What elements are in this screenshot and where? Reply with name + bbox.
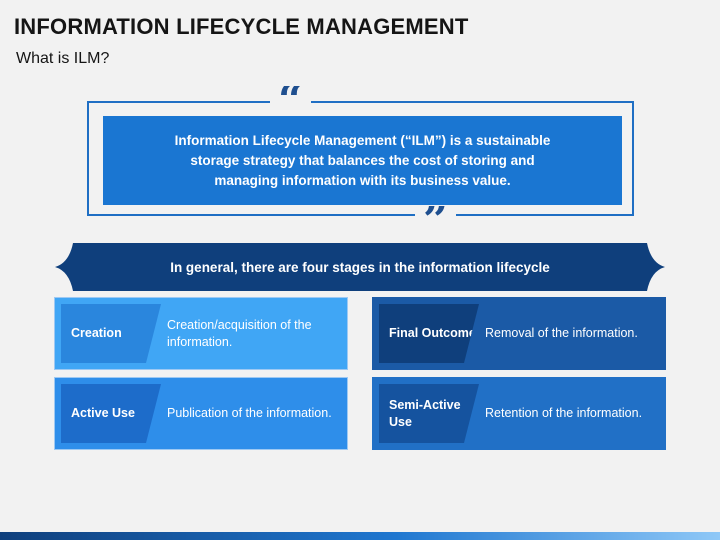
stages-banner: In general, there are four stages in the…: [55, 243, 665, 291]
banner-text: In general, there are four stages in the…: [170, 259, 550, 275]
stage-card-final-outcome: Final Outcome Removal of the information…: [372, 297, 666, 370]
stage-label: Final Outcome: [379, 304, 479, 363]
slide-subtitle: What is ILM?: [16, 50, 110, 67]
definition-text: Information Lifecycle Management (“ILM”)…: [174, 132, 551, 188]
open-quote-icon: “: [270, 86, 312, 112]
stage-description: Publication of the information.: [167, 406, 332, 420]
stage-label: Semi-Active Use: [379, 384, 479, 443]
banner-shape: [55, 243, 665, 291]
stage-card-semi-active-use: Semi-Active Use Retention of the informa…: [372, 377, 666, 450]
definition-box: Information Lifecycle Management (“ILM”)…: [103, 116, 622, 205]
quote-frame: [87, 101, 634, 216]
slide-title: INFORMATION LIFECYCLE MANAGEMENT: [14, 14, 469, 39]
stage-label: Creation: [61, 304, 161, 363]
stage-card-active-use: Active Use Publication of the informatio…: [54, 377, 348, 450]
stage-label: Active Use: [61, 384, 161, 443]
stage-description: Retention of the information.: [485, 406, 643, 420]
stage-description: Removal of the information.: [485, 326, 638, 340]
stage-card-creation: Creation Creation/acquisition of the inf…: [54, 297, 348, 370]
footer-accent-bar: [0, 532, 720, 540]
stage-description: Creation/acquisition of the information.: [167, 317, 312, 349]
close-quote-icon: ”: [415, 206, 457, 232]
